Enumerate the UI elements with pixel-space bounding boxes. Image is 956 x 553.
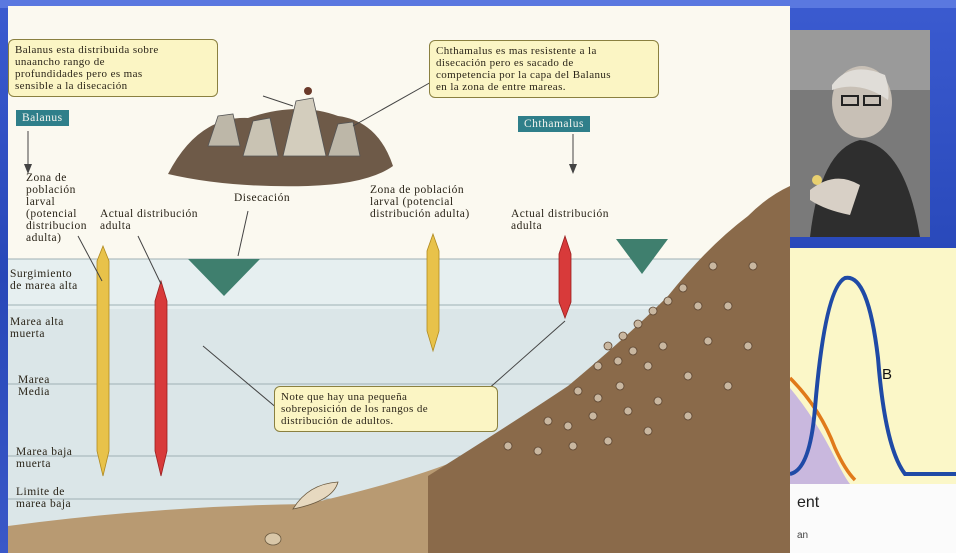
adult-distribution-label-right: Actual distribución adulta [511, 208, 609, 232]
caption-fragment-line2: an [797, 530, 808, 541]
larval-zone-label-right: Zona de población larval (potencial dist… [370, 184, 470, 220]
distribution-graph-fragment [790, 248, 956, 484]
disecacion-label: Disecación [234, 192, 290, 204]
balanus-adult-bar [155, 281, 167, 476]
tide-label-mid: Marea Media [18, 374, 50, 398]
adult-distribution-label-left: Actual distribución adulta [100, 208, 198, 232]
chthamalus-tag: Chthamalus [518, 116, 590, 132]
barnacle-distribution-figure: Balanus esta distribuida sobre unaancho … [8, 6, 790, 553]
chthamalus-callout: Chthamalus es mas resistente a la diseca… [429, 40, 659, 98]
balanus-callout: Balanus esta distribuida sobre unaancho … [8, 39, 218, 97]
chthamalus-adult-bar [559, 236, 571, 318]
tide-label-low-neap: Marea baja muerta [16, 446, 72, 470]
tide-label-high-spring: Surgimiento de marea alta [10, 268, 78, 292]
balanus-tag: Balanus [16, 110, 69, 126]
curve-label-b: B [882, 366, 892, 383]
tide-label-high-neap: Marea alta muerta [10, 316, 64, 340]
overlap-callout: Note que hay una pequeña sobreposición d… [274, 386, 498, 432]
tide-label-low-limit: Limite de marea baja [16, 486, 71, 510]
chthamalus-larval-bar [427, 234, 439, 351]
larval-zone-label-left: Zona de población larval (potencial dist… [26, 172, 87, 244]
scientist-photo [790, 30, 930, 237]
balanus-larval-bar [97, 246, 109, 476]
caption-fragment-line1: ent [797, 494, 819, 512]
